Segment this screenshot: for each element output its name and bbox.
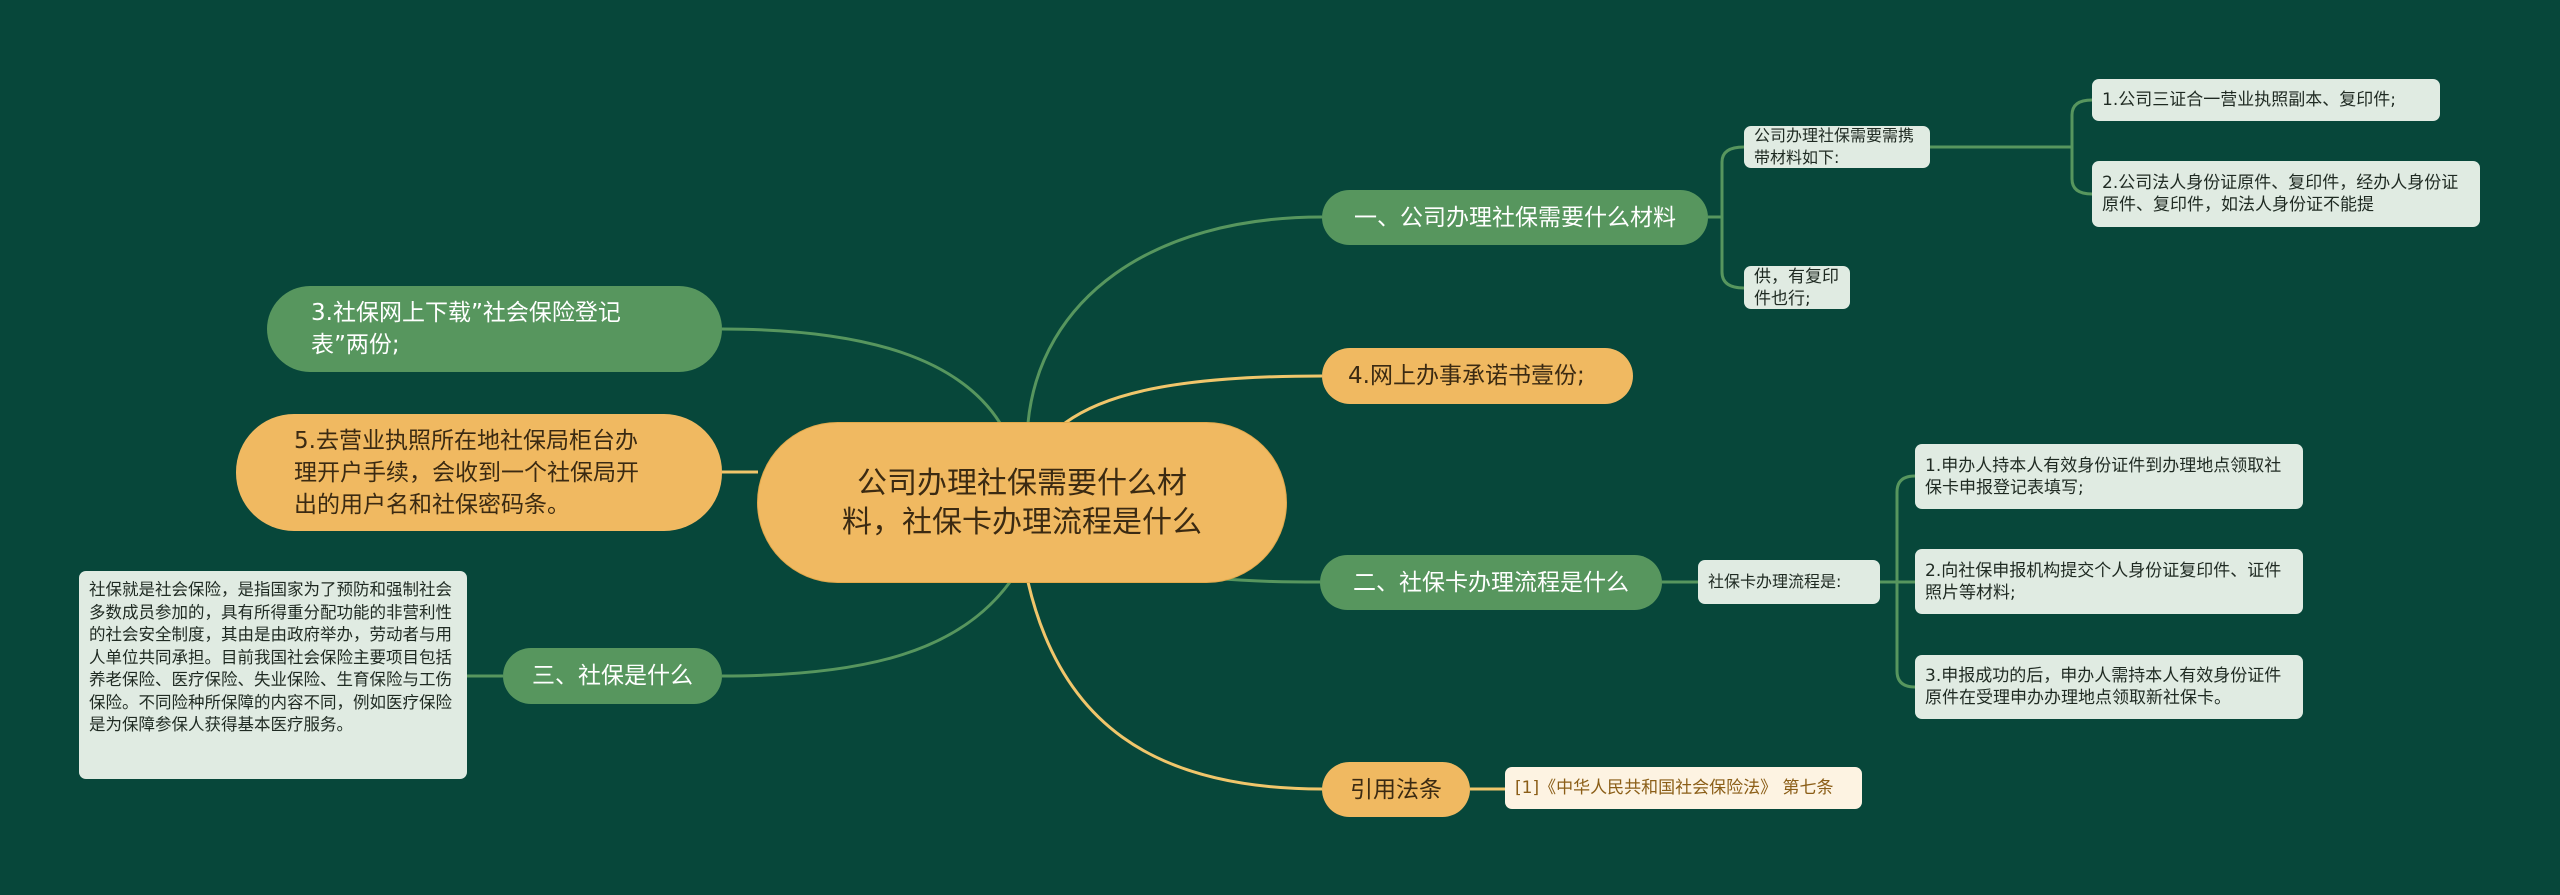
citation-link-label: [1]《中华人民共和国社会保险法》 第七条 [1515, 778, 1834, 798]
topic-online-commitment[interactable]: 4.网上办事承诺书壹份; [1322, 348, 1633, 404]
process-step-1[interactable]: 1.申办人持本人有效身份证件到办理地点领取社保卡申报登记表填写; [1915, 444, 2303, 509]
social-insurance-definition-label: 社保就是社会保险，是指国家为了预防和强制社会多数成员参加的，具有所得重分配功能的… [89, 580, 452, 734]
topic-cited-law[interactable]: 引用法条 [1322, 762, 1470, 817]
topic-online-commitment-label: 4.网上办事承诺书壹份; [1348, 363, 1585, 389]
materials-item-1[interactable]: 1.公司三证合一营业执照副本、复印件; [2092, 79, 2440, 121]
topic-open-account[interactable]: 5.去营业执照所在地社保局柜台办理开户手续，会收到一个社保局开出的用户名和社保密… [236, 414, 722, 531]
topic-what-is-social-insurance[interactable]: 三、社保是什么 [503, 648, 722, 704]
subtopic-process-header-label: 社保卡办理流程是: [1708, 572, 1842, 591]
root-topic[interactable]: 公司办理社保需要什么材料，社保卡办理流程是什么 [758, 423, 1286, 582]
topic-company-materials[interactable]: 一、公司办理社保需要什么材料 [1322, 190, 1708, 245]
materials-item-2-label: 2.公司法人身份证原件、复印件，经办人身份证原件、复印件，如法人身份证不能提 [2102, 173, 2459, 215]
topic-download-form-label: 3.社保网上下载”社会保险登记表”两份; [311, 300, 621, 358]
topic-download-form[interactable]: 3.社保网上下载”社会保险登记表”两份; [267, 286, 722, 372]
materials-item-1-label: 1.公司三证合一营业执照副本、复印件; [2102, 90, 2396, 110]
process-step-3[interactable]: 3.申报成功的后，申办人需持本人有效身份证件原件在受理申办办理地点领取新社保卡。 [1915, 655, 2303, 719]
subtopic-materials-list-header[interactable]: 公司办理社保需要需携带材料如下: [1744, 126, 1930, 168]
process-step-3-label: 3.申报成功的后，申办人需持本人有效身份证件原件在受理申办办理地点领取新社保卡。 [1925, 666, 2282, 708]
subtopic-materials-list-header-label: 公司办理社保需要需携带材料如下: [1754, 126, 1915, 167]
process-step-2[interactable]: 2.向社保申报机构提交个人身份证复印件、证件照片等材料; [1915, 549, 2303, 614]
topic-what-is-social-insurance-label: 三、社保是什么 [532, 663, 693, 689]
citation-link[interactable]: [1]《中华人民共和国社会保险法》 第七条 [1505, 767, 1862, 809]
root-topic-label: 公司办理社保需要什么材料，社保卡办理流程是什么 [842, 465, 1202, 540]
topic-open-account-label: 5.去营业执照所在地社保局柜台办理开户手续，会收到一个社保局开出的用户名和社保密… [294, 427, 639, 518]
materials-item-2[interactable]: 2.公司法人身份证原件、复印件，经办人身份证原件、复印件，如法人身份证不能提 [2092, 161, 2480, 227]
topic-card-process-label: 二、社保卡办理流程是什么 [1353, 569, 1629, 596]
topic-company-materials-label: 一、公司办理社保需要什么材料 [1354, 204, 1676, 231]
process-step-2-label: 2.向社保申报机构提交个人身份证复印件、证件照片等材料; [1925, 560, 2282, 603]
social-insurance-definition[interactable]: 社保就是社会保险，是指国家为了预防和强制社会多数成员参加的，具有所得重分配功能的… [79, 571, 467, 779]
process-step-1-label: 1.申办人持本人有效身份证件到办理地点领取社保卡申报登记表填写; [1925, 455, 2282, 498]
subtopic-copy-ok[interactable]: 供，有复印件也行; [1744, 266, 1850, 309]
subtopic-copy-ok-label: 供，有复印件也行; [1754, 266, 1839, 309]
subtopic-process-header[interactable]: 社保卡办理流程是: [1698, 560, 1880, 604]
topic-card-process[interactable]: 二、社保卡办理流程是什么 [1320, 555, 1662, 610]
topic-cited-law-label: 引用法条 [1350, 776, 1442, 803]
